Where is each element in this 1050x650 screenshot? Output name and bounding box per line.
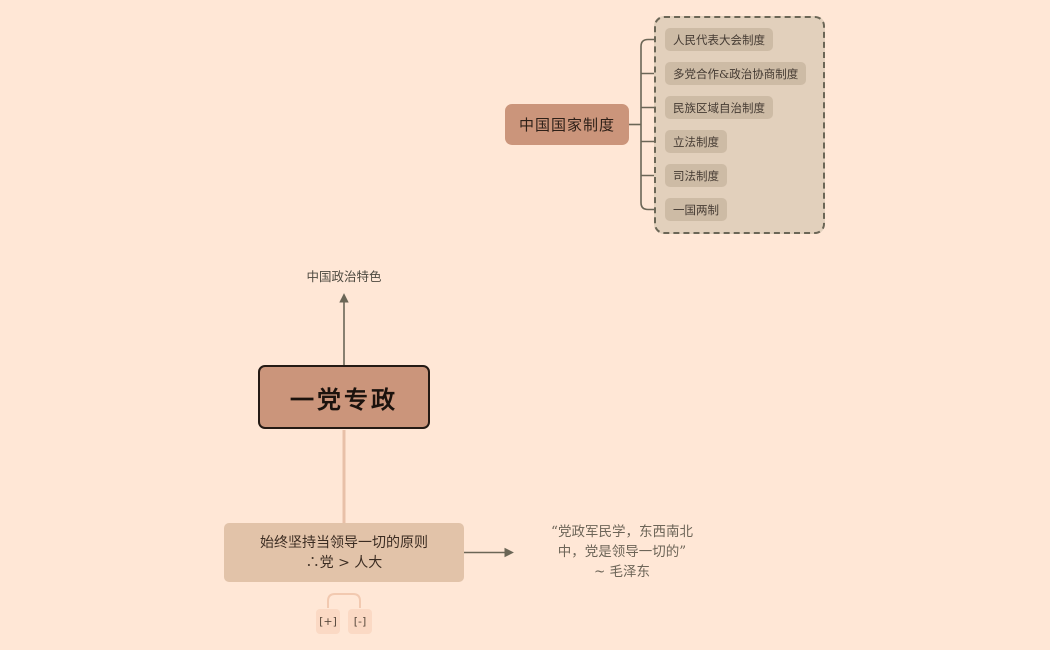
central-topic-node[interactable]: 一党专政: [258, 365, 430, 429]
sub-topic-line-2: ∴党 > 人大: [305, 554, 383, 571]
quote-attribution: ~ 毛泽东: [593, 564, 651, 580]
branch-root-node[interactable]: 中国国家制度: [505, 104, 629, 145]
quote-line-1: “党政军民学，东西南北: [551, 524, 693, 540]
sub-topic-node[interactable]: 始终坚持当领导一切的原则 ∴党 > 人大: [224, 523, 464, 582]
quote-callout[interactable]: “党政军民学，东西南北 中，党是领导一切的” ~ 毛泽东: [522, 522, 722, 582]
collapse-button[interactable]: [-]: [348, 609, 372, 634]
expand-button[interactable]: [+]: [316, 609, 340, 634]
leaf-node-judiciary[interactable]: 司法制度: [665, 164, 727, 187]
leaf-node-people-congress[interactable]: 人民代表大会制度: [665, 28, 773, 51]
leaf-node-legislation[interactable]: 立法制度: [665, 130, 727, 153]
leaf-node-one-country-two-systems[interactable]: 一国两制: [665, 198, 727, 221]
leaf-node-regional-autonomy[interactable]: 民族区域自治制度: [665, 96, 773, 119]
quote-line-2: 中，党是领导一切的”: [557, 544, 687, 560]
leaf-node-multiparty-cooperation[interactable]: 多党合作&政治协商制度: [665, 62, 807, 85]
sub-topic-line-1: 始终坚持当领导一切的原则: [260, 534, 428, 551]
subtopic-group-frame: [654, 16, 825, 234]
parent-topic-label[interactable]: 中国政治特色: [306, 269, 382, 284]
